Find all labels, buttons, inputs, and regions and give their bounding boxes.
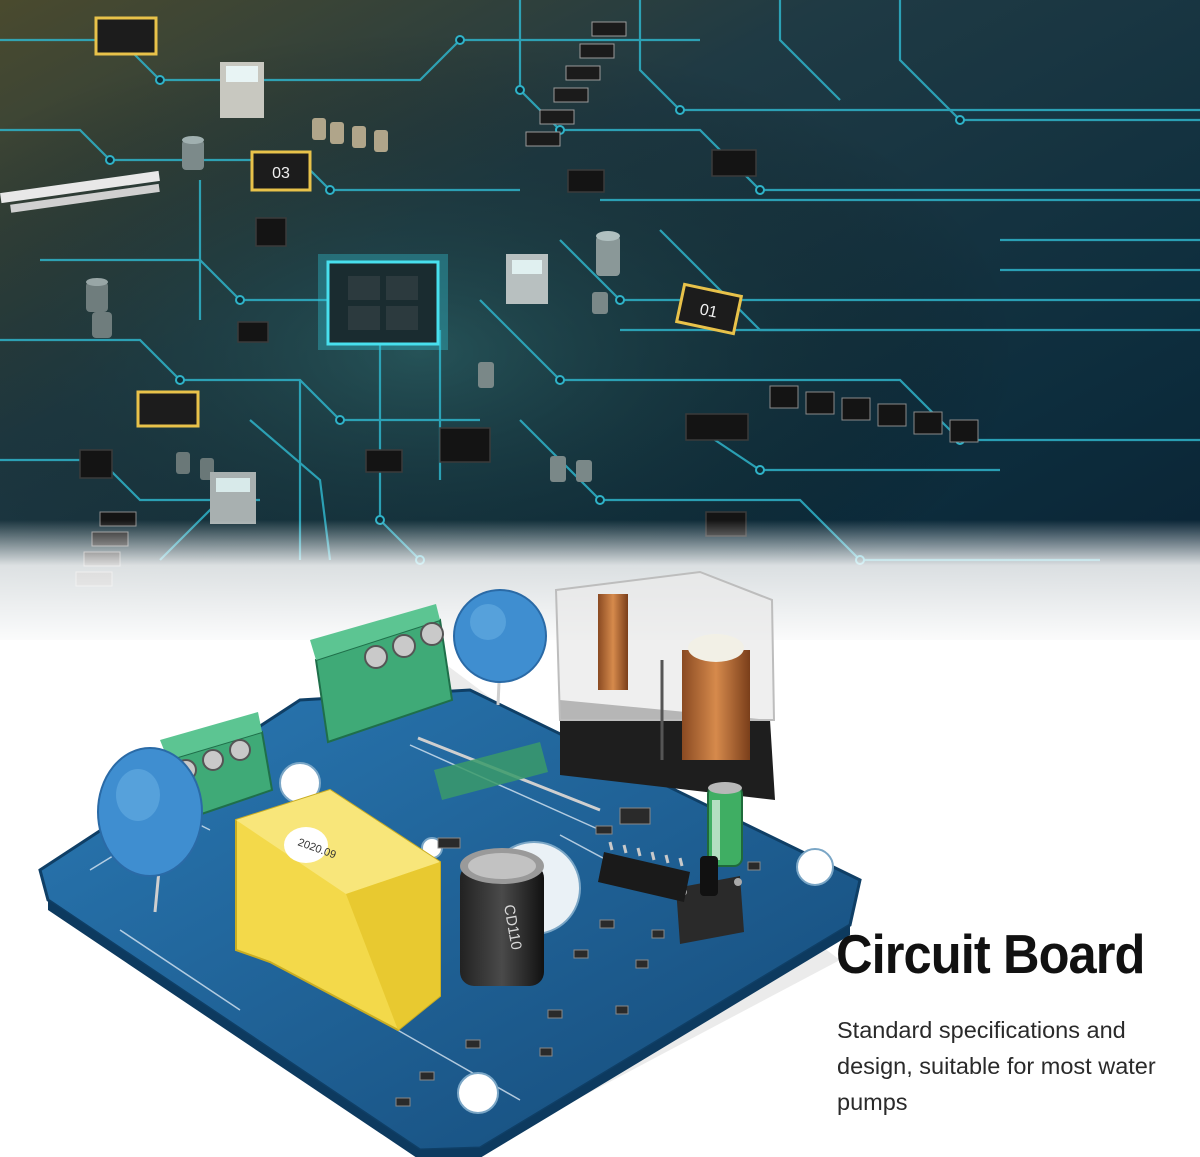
yellow-capacitor: 2020.09 (235, 788, 441, 1032)
product-headline: Circuit Board (836, 923, 1145, 985)
ic-chip (598, 841, 690, 902)
terminal-block-right (310, 604, 454, 744)
gold-chip-top (94, 16, 158, 56)
product-description: Standard specifications and design, suit… (837, 1017, 1156, 1115)
smd-components (395, 807, 761, 1107)
relay (554, 570, 776, 800)
cpu-chip (318, 254, 448, 350)
resistor-array-top (525, 21, 627, 147)
reed-switch (417, 736, 601, 812)
cylinder-capacitors (86, 118, 620, 482)
black-electrolytic-capacitor: CD110 (460, 848, 544, 986)
white-smd-row (0, 170, 160, 213)
chip-label-01: 01 (698, 301, 719, 321)
metal-cubes (210, 62, 548, 524)
chip-label-03: 03 (272, 165, 290, 182)
blue-capacitor-left (97, 747, 203, 913)
background-pcb-photo: 03 01 (0, 0, 1200, 650)
resistor-array-right (769, 385, 979, 443)
gold-chip-left (136, 390, 200, 428)
ic-chips (79, 149, 757, 537)
gold-chip-03: 03 (250, 150, 312, 192)
gold-chip-01: 01 (674, 282, 744, 336)
green-capacitor (707, 782, 743, 867)
blue-capacitor-right (453, 589, 547, 706)
circuit-board-product: 2020.09 CD110 (38, 570, 862, 1157)
